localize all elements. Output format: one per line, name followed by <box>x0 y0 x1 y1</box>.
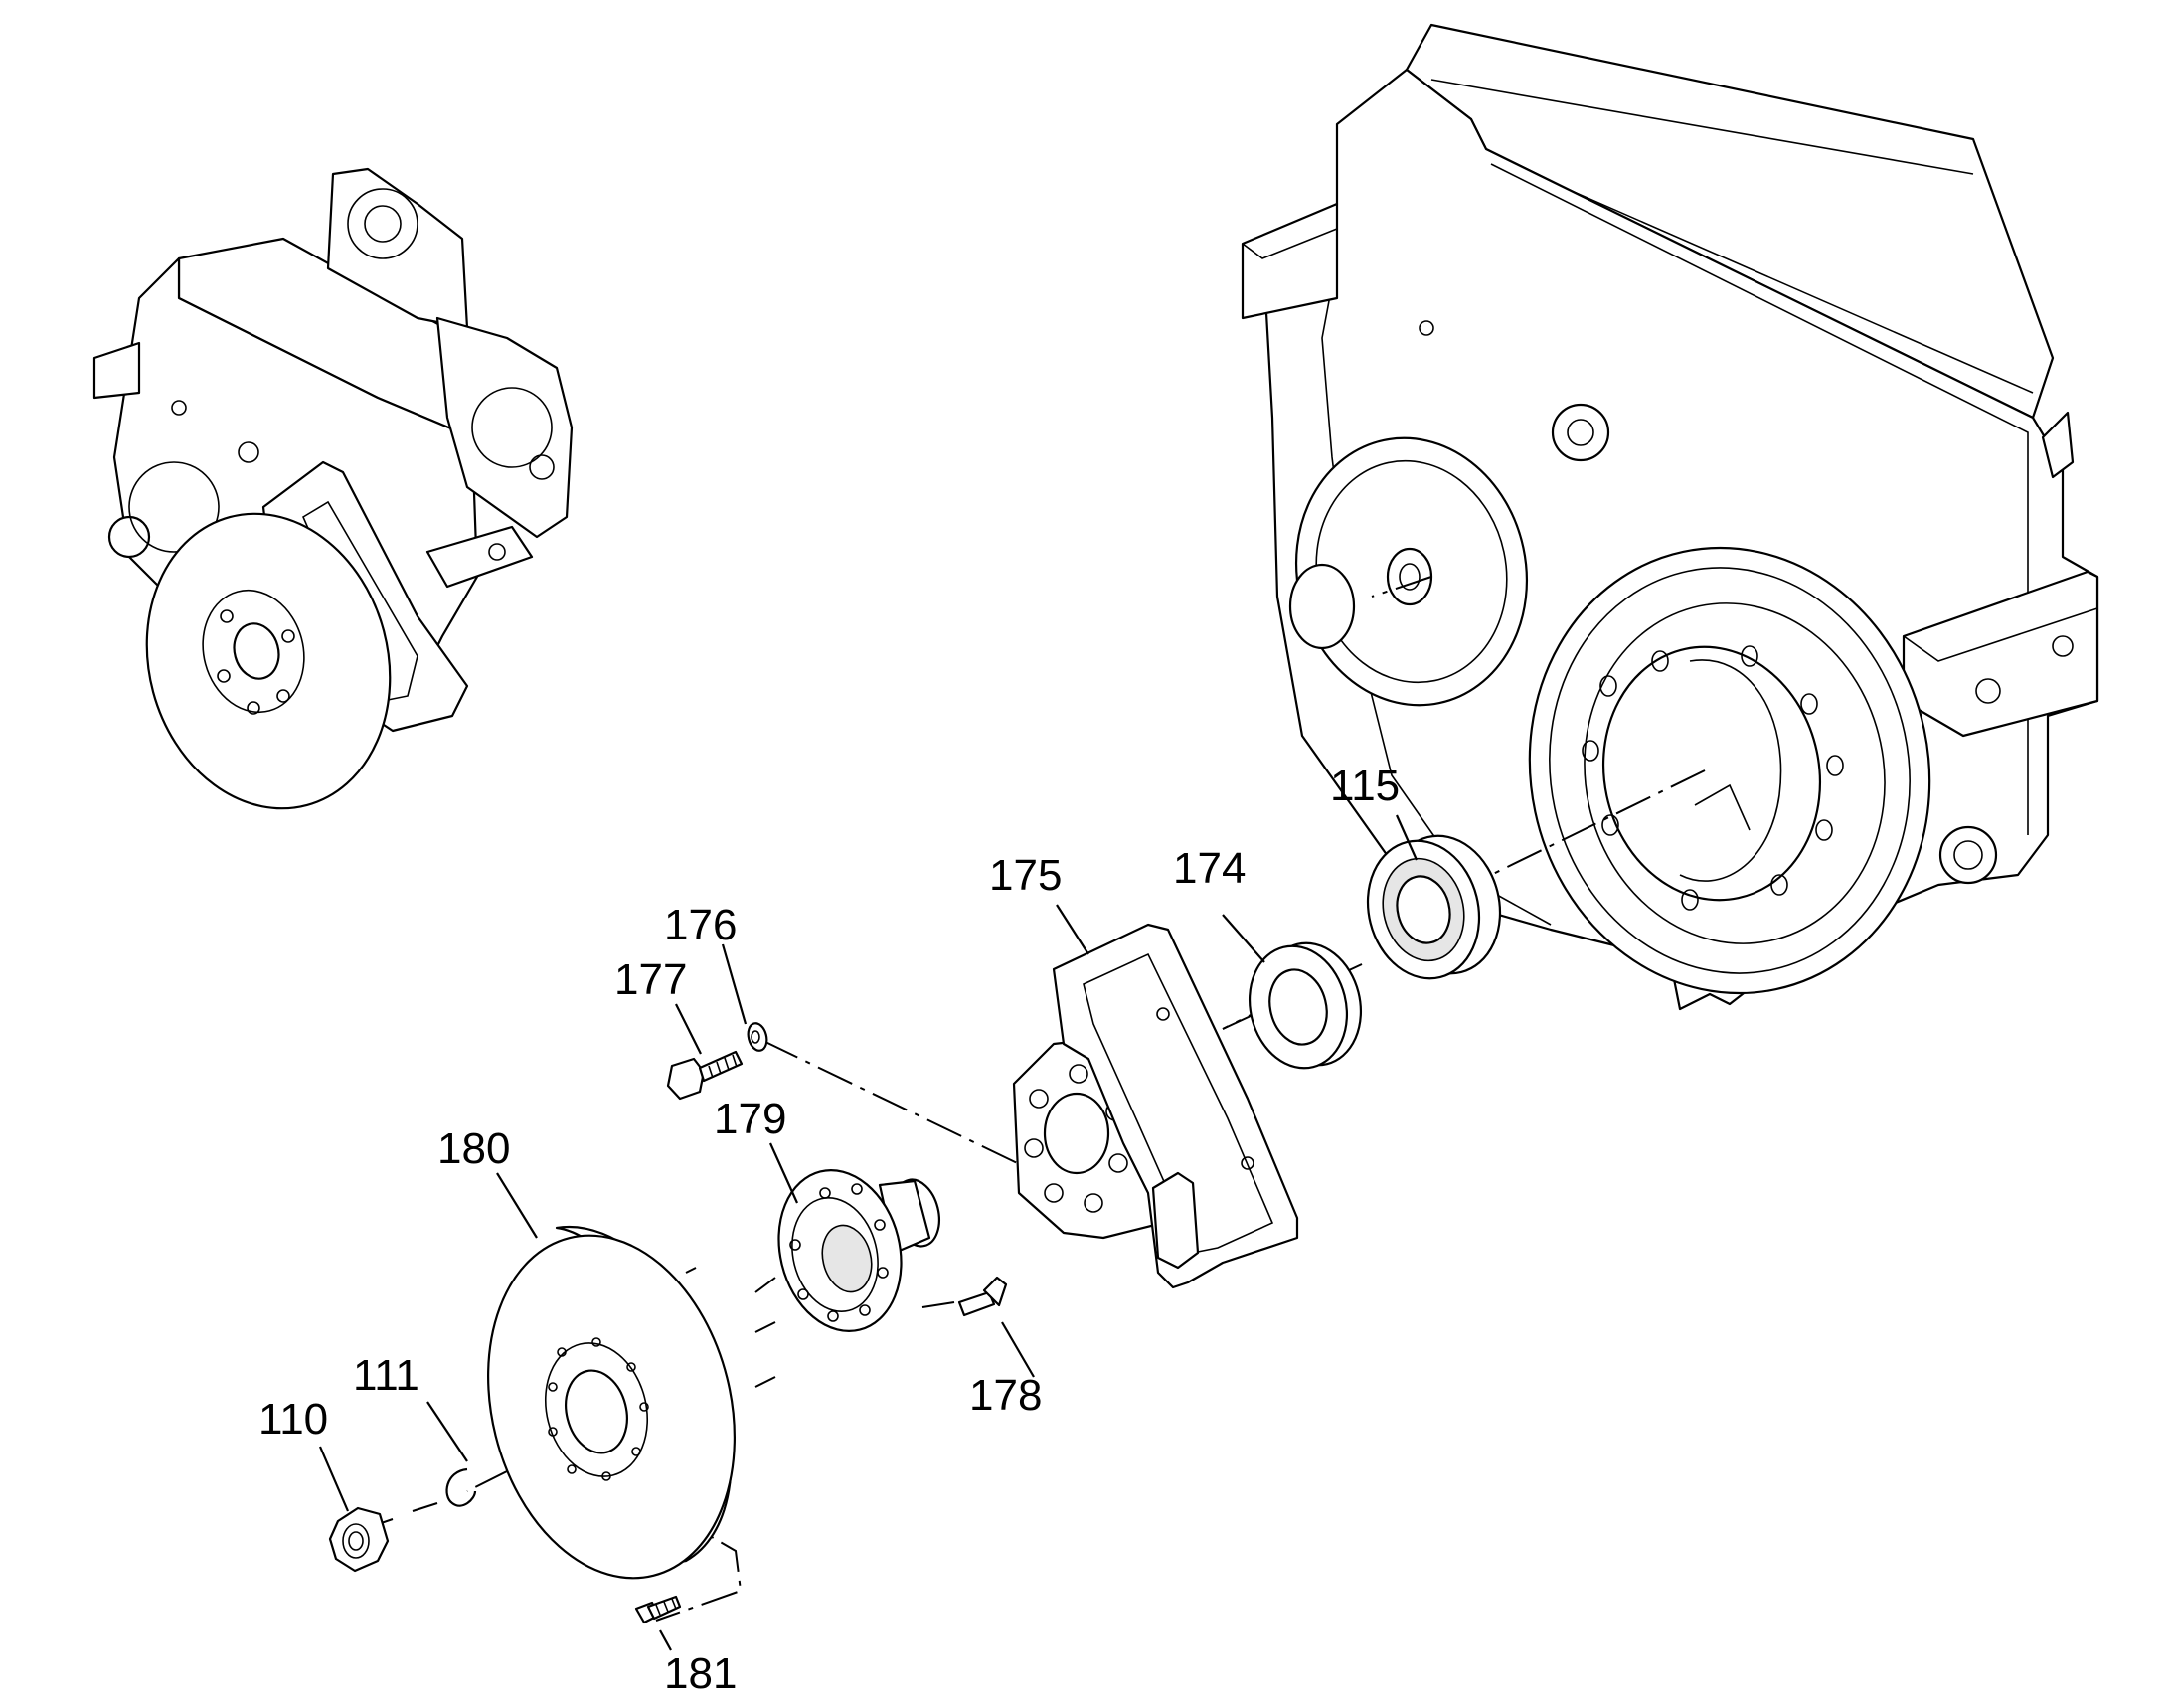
callout-177: 177 <box>614 955 687 1004</box>
part-181-bolt <box>634 1595 682 1624</box>
part-115-bearing <box>1366 834 1502 980</box>
part-174-seal <box>1248 941 1363 1070</box>
overview-assembly <box>92 167 574 810</box>
callout-111: 111 <box>353 1351 419 1400</box>
part-175-caliper <box>1012 923 1299 1289</box>
part-177-bolt <box>666 1050 744 1101</box>
part-178-bolt <box>957 1276 1008 1317</box>
callout-175: 175 <box>989 851 1062 900</box>
callout-110: 110 <box>258 1395 328 1444</box>
callout-181: 181 <box>664 1649 737 1698</box>
leader-lines <box>318 814 1419 1651</box>
callouts: 115 174 175 176 177 179 180 111 110 178 … <box>258 762 1400 1698</box>
gearbox-housing <box>1241 23 2099 1011</box>
part-180-brake-disc <box>487 1225 736 1580</box>
part-176-washer <box>747 1022 768 1052</box>
callout-176: 176 <box>664 901 737 949</box>
callout-174: 174 <box>1173 844 1246 893</box>
part-179-hub <box>777 1169 940 1332</box>
callout-178: 178 <box>969 1371 1042 1420</box>
part-111-circlip <box>445 1467 477 1507</box>
callout-115: 115 <box>1330 762 1400 810</box>
callout-179: 179 <box>714 1095 786 1143</box>
callout-180: 180 <box>437 1124 510 1173</box>
part-110-nut <box>328 1506 390 1573</box>
